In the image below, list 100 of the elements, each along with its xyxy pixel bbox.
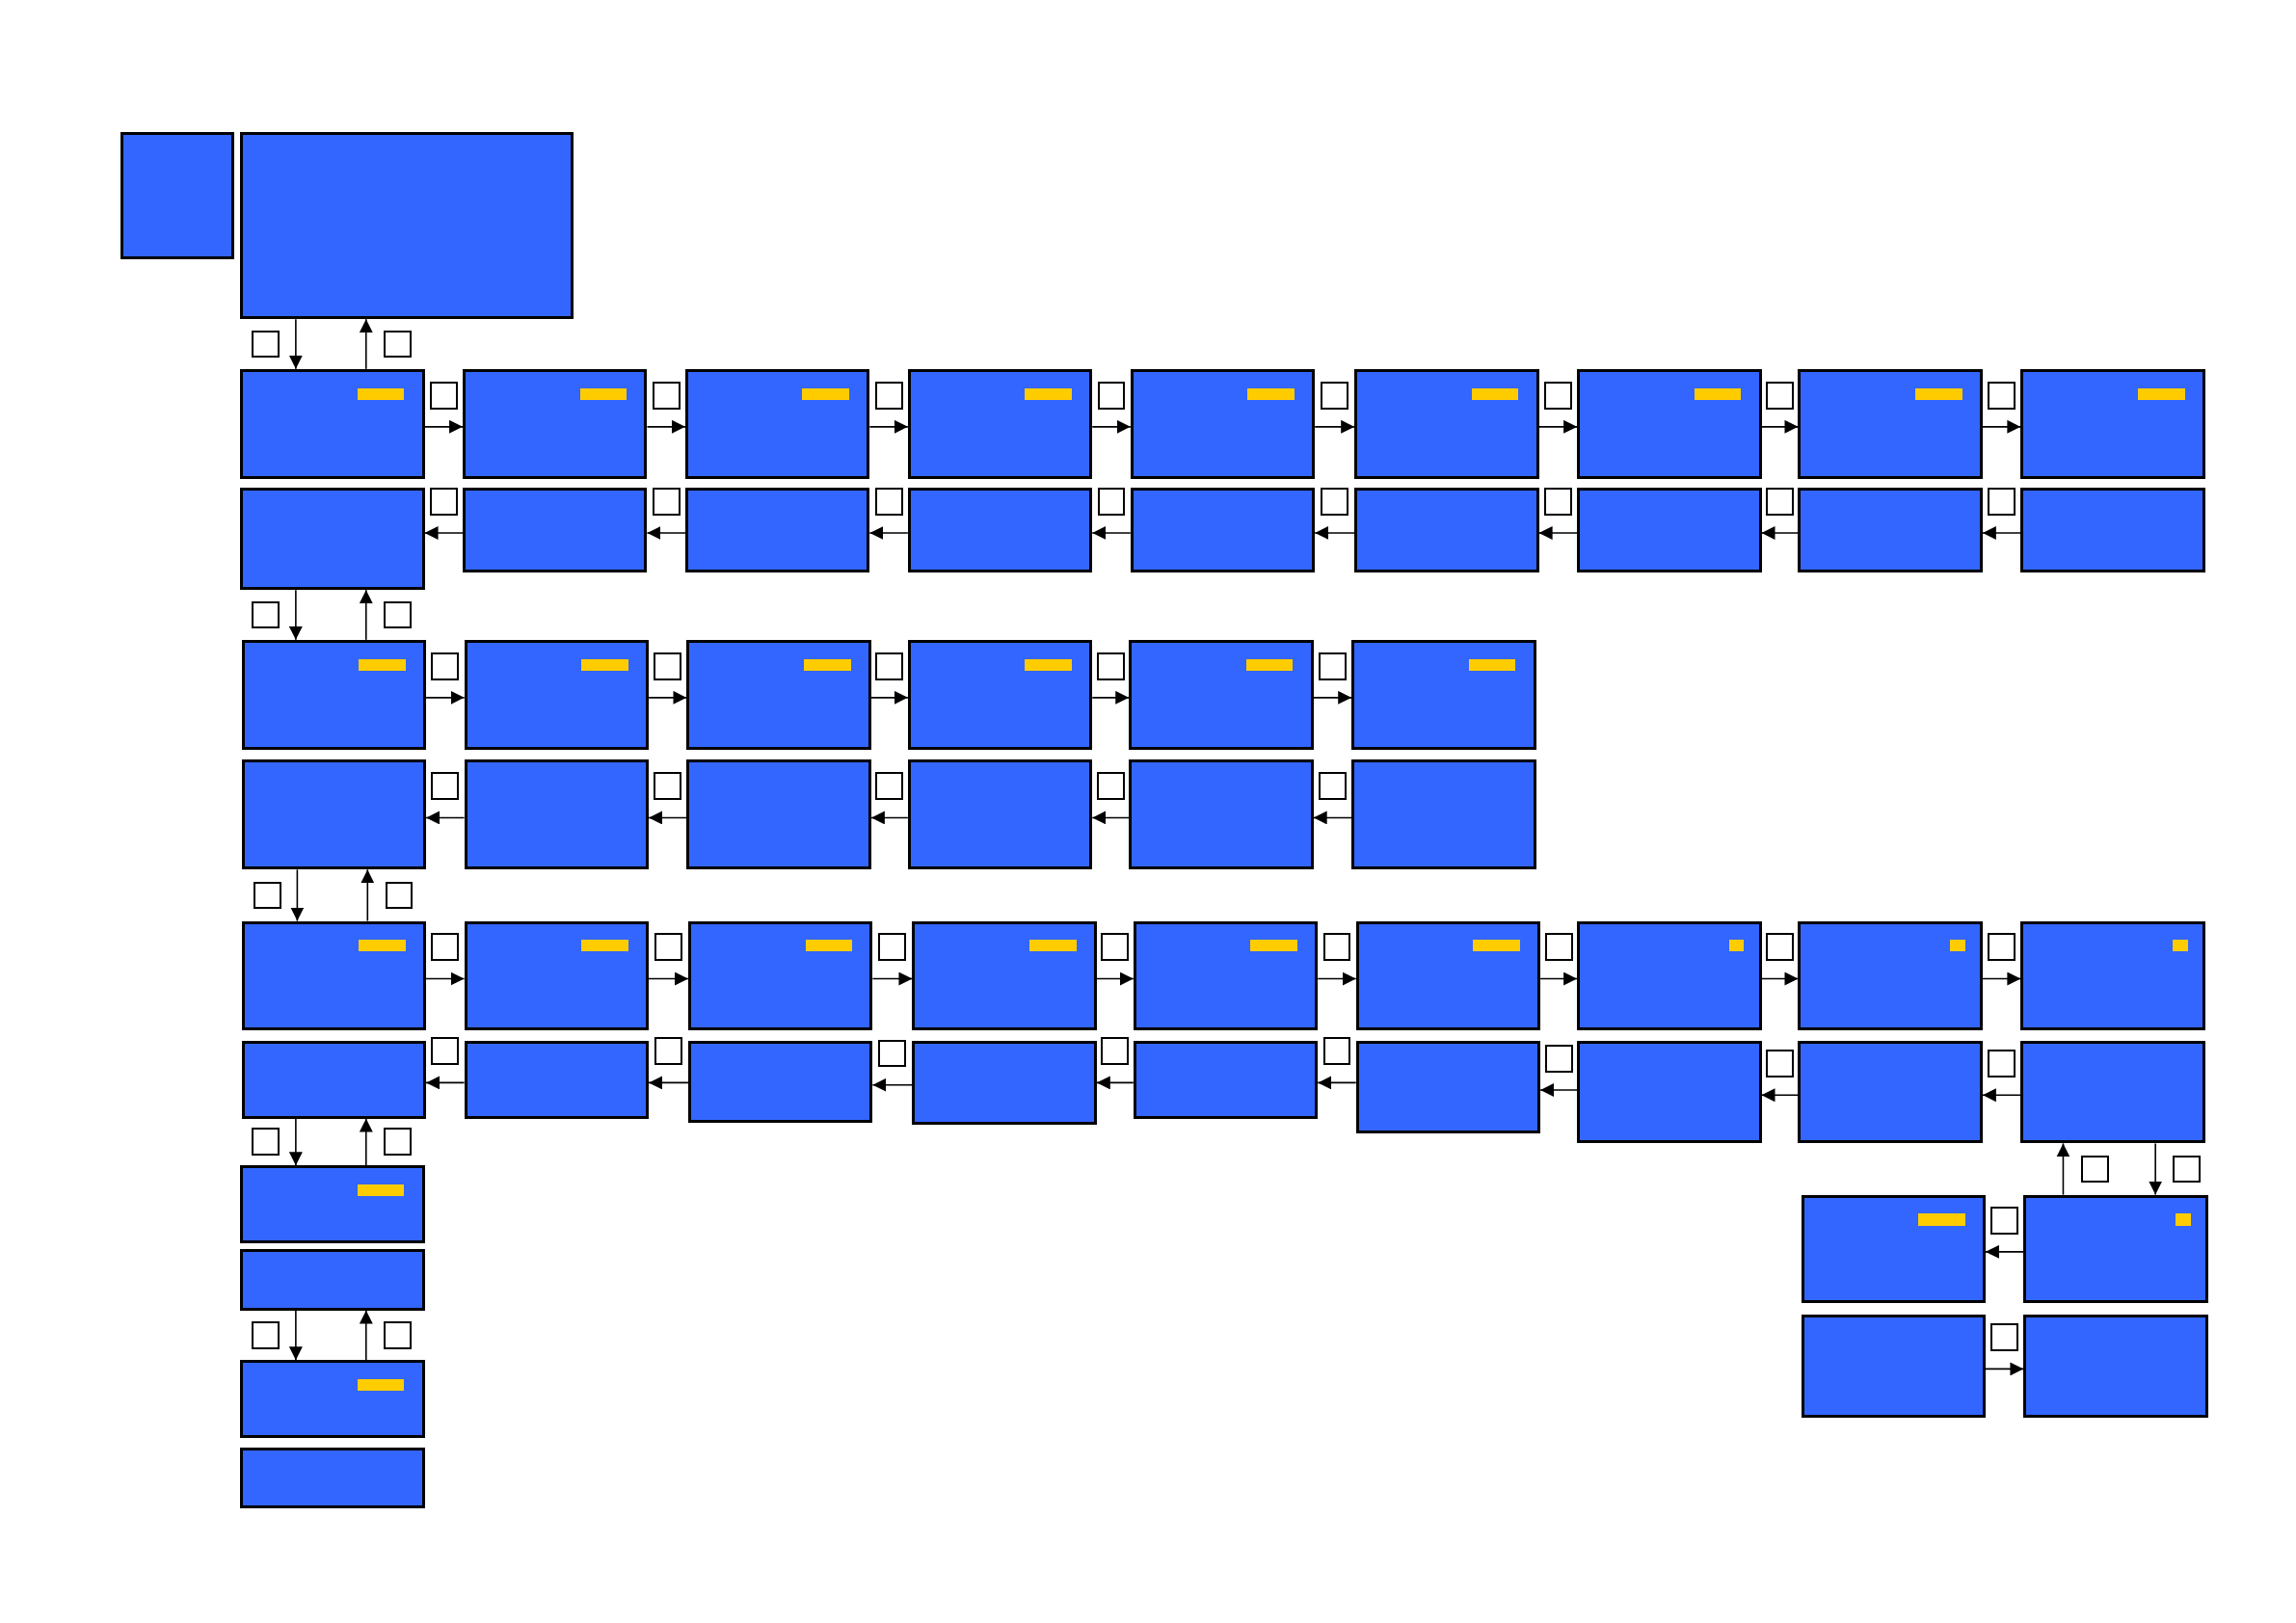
arrow xyxy=(646,525,686,540)
process-box xyxy=(1798,1041,1983,1144)
arrow xyxy=(1537,419,1578,434)
process-box xyxy=(2020,487,2205,572)
process-box xyxy=(1354,487,1539,572)
process-box xyxy=(240,1448,425,1508)
arrow xyxy=(288,589,303,641)
arrow xyxy=(290,868,305,922)
process-box xyxy=(684,368,870,479)
process-box xyxy=(1129,759,1314,870)
process-box xyxy=(1354,368,1539,479)
process-box xyxy=(464,639,649,750)
process-box xyxy=(241,920,427,1031)
arrow xyxy=(288,318,303,370)
arrow xyxy=(425,690,466,705)
process-box xyxy=(1355,1041,1541,1133)
arrow xyxy=(1760,1088,1800,1103)
arrow xyxy=(648,690,688,705)
process-box xyxy=(907,639,1093,750)
process-box xyxy=(120,131,235,259)
arrow xyxy=(1314,525,1355,540)
process-box xyxy=(2020,1041,2205,1144)
process-box xyxy=(1129,639,1314,750)
arrow xyxy=(288,1309,303,1362)
arrow xyxy=(1760,419,1800,434)
process-box xyxy=(241,759,427,870)
arrow xyxy=(2149,1142,2163,1196)
process-box xyxy=(464,759,649,870)
process-box xyxy=(241,639,427,750)
arrow xyxy=(2056,1142,2070,1196)
arrow xyxy=(359,1309,373,1362)
arrow xyxy=(870,690,909,705)
arrow xyxy=(1091,811,1131,825)
process-box xyxy=(1133,920,1319,1031)
process-box xyxy=(240,1248,425,1311)
process-box xyxy=(907,368,1093,479)
process-box xyxy=(240,368,425,479)
process-box xyxy=(1133,1041,1319,1119)
arrow xyxy=(1982,419,2022,434)
arrow xyxy=(870,811,909,825)
process-box xyxy=(684,487,870,572)
process-box xyxy=(241,1041,427,1119)
arrow xyxy=(1760,525,1800,540)
arrow xyxy=(1982,525,2022,540)
process-box xyxy=(907,487,1093,572)
arrow xyxy=(1314,419,1355,434)
arrow xyxy=(1982,971,2022,986)
process-box xyxy=(2023,1194,2208,1303)
arrow xyxy=(1091,690,1131,705)
arrow xyxy=(1091,419,1132,434)
arrow xyxy=(1760,971,1800,986)
arrow xyxy=(1537,525,1578,540)
arrow xyxy=(1985,1362,2025,1376)
arrow xyxy=(1985,1244,2025,1259)
process-box xyxy=(1130,487,1316,572)
process-box xyxy=(907,759,1093,870)
arrow xyxy=(1982,1088,2022,1103)
arrow xyxy=(425,971,466,986)
process-box xyxy=(463,368,648,479)
arrow xyxy=(648,971,689,986)
process-box xyxy=(2023,1315,2208,1418)
process-box xyxy=(912,1041,1097,1125)
process-box xyxy=(1801,1194,1986,1303)
arrow xyxy=(1312,811,1352,825)
process-box xyxy=(1130,368,1316,479)
process-box xyxy=(463,487,648,572)
process-box xyxy=(1577,487,1762,572)
process-box xyxy=(1355,920,1541,1031)
arrow xyxy=(1317,971,1357,986)
process-box xyxy=(1577,1041,1762,1144)
process-box xyxy=(240,487,425,591)
process-box xyxy=(1798,368,1983,479)
arrow xyxy=(871,971,914,986)
arrow xyxy=(288,1117,303,1167)
process-box xyxy=(1351,639,1536,750)
process-box xyxy=(1577,920,1762,1031)
arrow xyxy=(1091,525,1132,540)
arrow xyxy=(1312,690,1352,705)
arrow xyxy=(1539,971,1578,986)
arrow xyxy=(1096,1076,1135,1090)
arrow xyxy=(648,811,688,825)
process-box xyxy=(464,1041,649,1119)
process-box xyxy=(1801,1315,1986,1418)
arrow xyxy=(646,419,686,434)
process-box xyxy=(1798,920,1983,1031)
arrow xyxy=(1096,971,1135,986)
process-box xyxy=(464,920,649,1031)
arrow xyxy=(425,811,466,825)
process-box xyxy=(1798,487,1983,572)
arrow xyxy=(359,318,373,370)
process-box xyxy=(240,131,574,320)
process-box xyxy=(912,920,1097,1031)
process-box xyxy=(686,759,871,870)
process-box xyxy=(686,639,871,750)
process-box xyxy=(1577,368,1762,479)
process-box xyxy=(2020,368,2205,479)
arrow xyxy=(423,419,464,434)
process-box xyxy=(688,920,873,1031)
arrow xyxy=(871,1078,914,1092)
process-box xyxy=(688,1041,873,1124)
